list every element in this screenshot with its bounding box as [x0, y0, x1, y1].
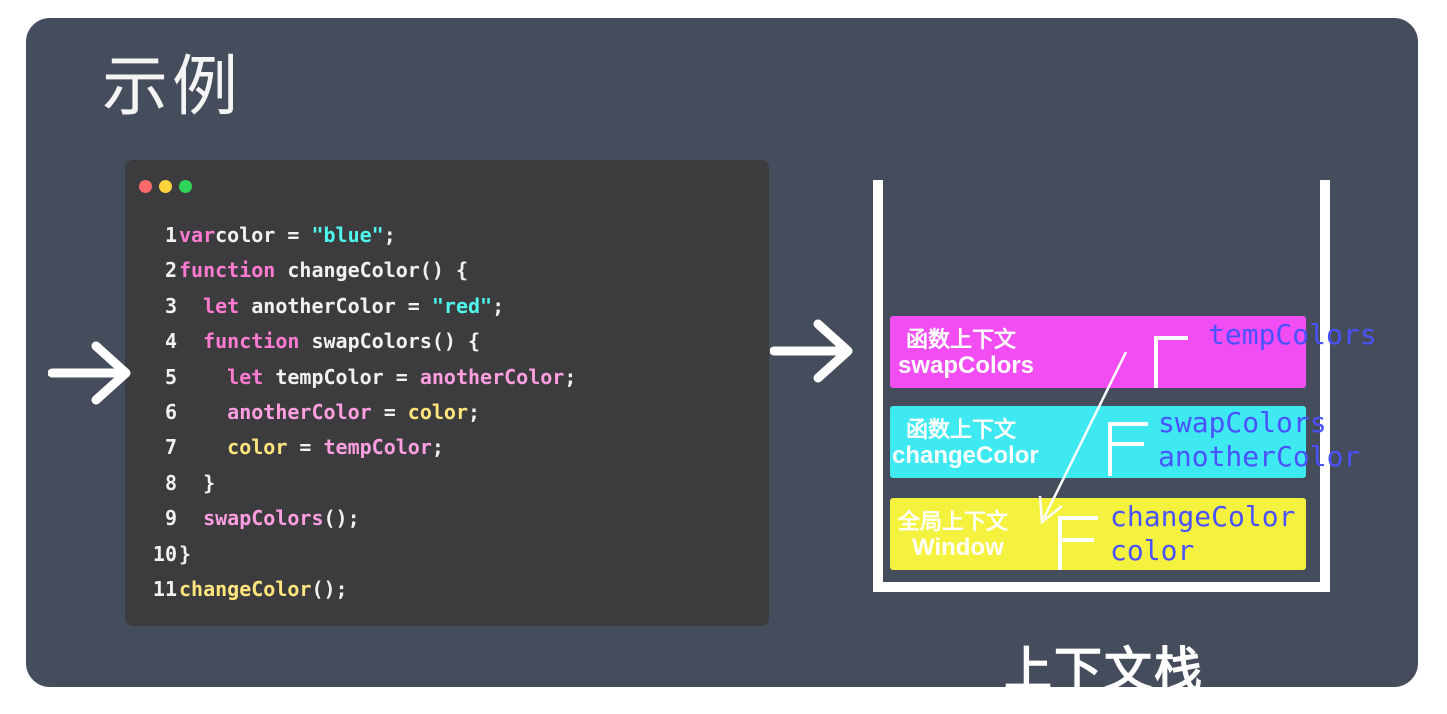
frame-variables: changeColor color [1110, 500, 1296, 567]
scope-chain-arrow-icon [1038, 351, 1128, 525]
code-token: ; [468, 399, 481, 424]
code-token: anotherColor = [239, 293, 432, 318]
code-token: } [179, 541, 192, 566]
code-token: anotherColor [419, 364, 565, 389]
frame-type-label: 全局上下文 [898, 509, 1009, 534]
frame-variables: swapColors anotherColor [1158, 406, 1361, 473]
line-number: 3 [164, 293, 177, 318]
code-token: function [179, 258, 276, 283]
code-token: color [227, 435, 288, 460]
line-number: 9 [164, 506, 177, 531]
stack-frame-swapcolors: 函数上下文 swapColors [890, 316, 1306, 388]
code-line: 10} [139, 537, 576, 572]
code-token: swapColors [203, 506, 324, 531]
frame-type-label: 函数上下文 [906, 417, 1017, 442]
code-token [179, 435, 227, 459]
code-token [179, 400, 227, 424]
code-token: ; [431, 435, 444, 460]
page-title: 示例 [102, 48, 242, 125]
frame-type-label: 函数上下文 [906, 327, 1017, 352]
minimize-dot-icon[interactable] [159, 180, 172, 193]
code-token: ; [492, 293, 505, 318]
scope-bracket [1108, 422, 1148, 476]
scope-bracket [1154, 336, 1188, 388]
frame-name-label: swapColors [898, 352, 1035, 379]
code-token: color = [215, 223, 312, 247]
stack-wall-left [873, 180, 883, 592]
code-line: 5 let tempColor = anotherColor; [139, 360, 576, 395]
code-token: tempColor = [263, 364, 420, 389]
code-token: "blue" [311, 223, 384, 247]
stack-label: 上下文栈 [1004, 642, 1205, 698]
line-number: 8 [164, 470, 177, 495]
code-token: function [203, 329, 300, 354]
code-token: ; [383, 223, 396, 247]
code-token: (); [311, 576, 348, 601]
maximize-dot-icon[interactable] [179, 180, 192, 193]
code-line: 3 let anotherColor = "red"; [139, 289, 576, 324]
execution-pointer-arrow-icon [48, 341, 131, 405]
code-token [179, 329, 203, 353]
code-line: 7 color = tempColor; [139, 430, 576, 465]
line-number: 1 [164, 223, 177, 247]
code-token: ; [564, 364, 577, 389]
scope-bracket [1058, 516, 1098, 570]
scope-bracket-mid [1108, 442, 1144, 446]
code-token: tempColor [323, 435, 432, 460]
line-number: 7 [164, 435, 177, 460]
code-token: (); [323, 506, 360, 531]
close-dot-icon[interactable] [139, 180, 152, 193]
line-number: 6 [164, 399, 177, 424]
frame-variables: tempColors [1208, 318, 1377, 351]
line-number: 2 [164, 258, 177, 283]
code-token: changeColor() { [275, 258, 468, 283]
code-line: 9 swapColors(); [139, 501, 576, 536]
code-token: let [203, 293, 240, 318]
stack-frame-global: 全局上下文 Window [890, 498, 1306, 570]
code-token: = [287, 435, 324, 460]
line-number: 11 [152, 576, 177, 601]
code-token: "red" [431, 293, 493, 318]
scope-bracket-mid [1058, 538, 1094, 542]
code-token: changeColor [179, 576, 312, 601]
stack-wall-bottom [873, 582, 1330, 592]
code-line: 4 function swapColors() { [139, 324, 576, 359]
code-token: = [371, 399, 408, 424]
stack-frame-changecolor: 函数上下文 changeColor [890, 406, 1306, 478]
code-token [179, 506, 203, 530]
line-number: 10 [152, 541, 177, 566]
flow-arrow-icon [770, 319, 853, 383]
frame-name-label: Window [912, 534, 1004, 561]
line-number: 4 [164, 329, 177, 354]
line-number: 5 [164, 364, 177, 389]
stack-wall-right [1320, 180, 1330, 592]
code-token: } [179, 470, 216, 495]
code-line: 8 } [139, 466, 576, 501]
code-token: color [407, 399, 469, 424]
code-token: var [179, 223, 216, 247]
code-line: 6 anotherColor = color; [139, 395, 576, 430]
code-token [179, 365, 227, 389]
code-token: anotherColor [227, 399, 372, 424]
code-token: let [227, 364, 264, 389]
code-token [179, 294, 203, 318]
code-token: swapColors() { [299, 329, 481, 354]
frame-name-label: changeColor [892, 442, 1039, 469]
